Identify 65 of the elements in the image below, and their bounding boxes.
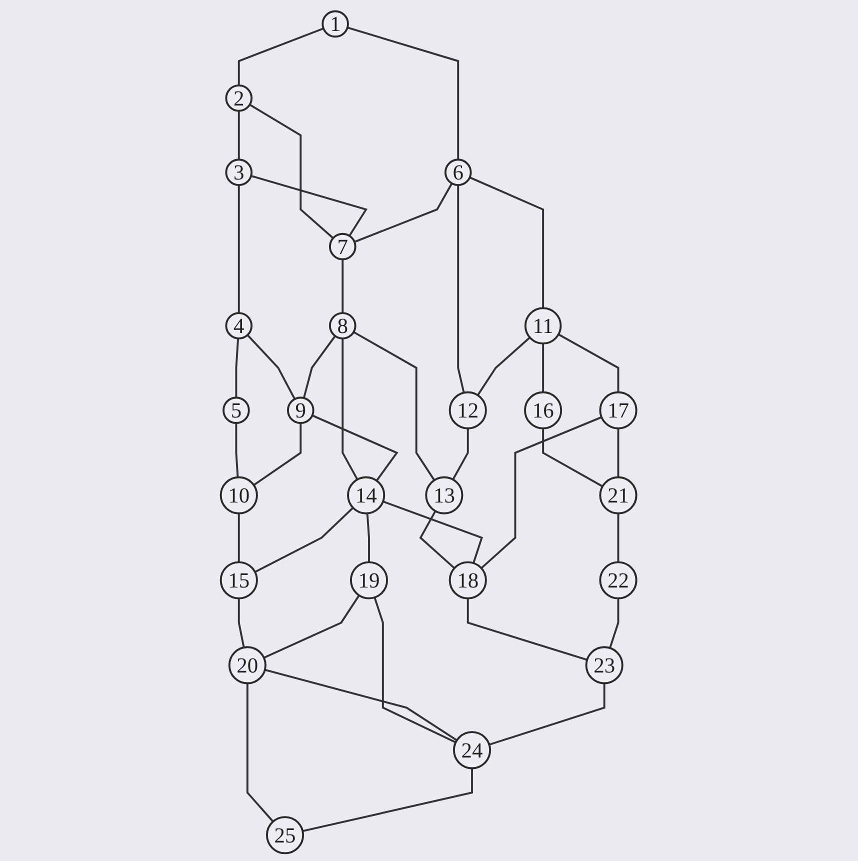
connector [238,513,240,562]
connector [238,185,240,314]
connector [254,507,354,573]
node-circle: 25 [266,816,304,854]
connector [458,185,466,393]
connector [542,343,544,392]
node-circle: 6 [444,158,472,186]
connector [302,768,474,832]
connector [312,414,399,482]
connector [618,428,620,478]
connector [236,338,240,398]
node-circle: 11 [524,307,562,344]
connector [236,423,240,478]
connector [558,334,620,392]
node-circle: 12 [449,391,488,430]
node-circle: 10 [220,476,258,514]
node-circle: 23 [586,646,624,684]
node-circle: 22 [600,561,638,600]
node-circle: 8 [329,312,357,340]
node-circle: 17 [600,391,638,430]
connector [354,331,436,481]
node-circle: 18 [449,561,488,600]
connector [264,594,360,659]
node-circle: 24 [453,731,492,770]
connector [489,683,606,746]
connector [342,259,344,314]
connector [238,598,246,648]
connector [342,338,359,480]
connector [481,416,602,569]
connector [374,597,457,744]
node-circle: 4 [226,312,253,340]
connector [251,174,368,236]
connector [254,423,302,486]
connector [470,176,544,308]
node-circle: 3 [226,158,253,186]
node-circle: 9 [287,396,315,424]
node-circle: 13 [426,476,464,514]
connector [265,668,458,742]
node-circle: 16 [524,391,563,430]
connector [366,513,370,562]
node-circle: 15 [220,561,258,600]
connector [383,500,484,564]
node-circle: 14 [347,476,386,514]
connector [542,428,604,488]
connector [467,598,588,661]
node-circle: 21 [600,476,638,514]
connector [420,510,456,569]
connector [452,428,470,480]
connector [238,110,240,160]
connector [246,683,274,822]
node-circle: 19 [350,561,388,600]
connector [303,335,336,398]
connector [250,104,334,239]
connector [247,334,296,400]
connector [477,336,531,396]
connector [354,182,454,243]
connector [609,598,620,648]
connector [618,513,620,562]
node-circle: 20 [228,646,267,684]
node-circle: 2 [226,84,253,112]
connector [348,26,460,160]
node-circle: 1 [322,10,350,38]
connector [238,28,324,86]
node-circle: 5 [222,396,250,424]
node-circle: 7 [329,232,357,260]
